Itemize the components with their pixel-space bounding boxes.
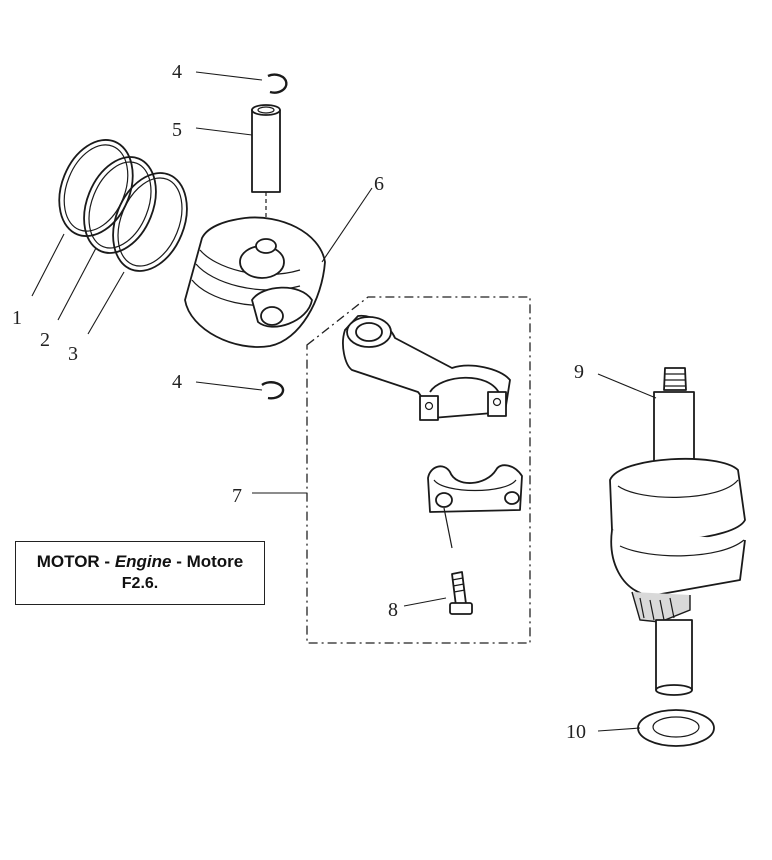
rod-bolt (449, 571, 473, 615)
callout-ring-1: 1 (12, 307, 22, 329)
leader-lines (31, 71, 657, 732)
title-motore: Motore (186, 552, 244, 571)
title-motor: MOTOR (36, 552, 100, 571)
title-code: F2.6. (121, 575, 159, 592)
callout-snap-ring-top: 4 (172, 61, 182, 83)
piston-ring-2 (83, 156, 157, 254)
snap-ring-bottom (261, 381, 285, 400)
callout-ring-2: 2 (40, 329, 50, 351)
connecting-rod-cap (427, 464, 523, 549)
callout-connecting-rod-assembly: 7 (232, 485, 242, 507)
callout-rod-bolt: 8 (388, 599, 398, 621)
piston-ring-3 (112, 172, 188, 272)
snap-ring-top (267, 73, 288, 94)
connecting-rod (342, 314, 511, 421)
rod-assembly-boundary (306, 296, 531, 644)
washer (637, 709, 715, 747)
callout-washer: 10 (566, 721, 586, 743)
callout-ring-3: 3 (68, 343, 78, 365)
title-engine: Engine (114, 552, 172, 571)
callout-snap-ring-bottom: 4 (172, 371, 182, 393)
title-line-1: MOTOR - Engine - Motore (16, 551, 264, 573)
callout-crankshaft: 9 (574, 361, 584, 383)
title-separator-2: - (171, 552, 187, 571)
diagram-title-box: MOTOR - Engine - Motore F2.6. (15, 541, 265, 605)
title-separator-1: - (99, 552, 115, 571)
piston-pin (251, 104, 281, 228)
crankshaft (609, 367, 746, 696)
callout-piston: 6 (374, 173, 384, 195)
callout-piston-pin: 5 (172, 119, 182, 141)
piston (184, 216, 326, 348)
